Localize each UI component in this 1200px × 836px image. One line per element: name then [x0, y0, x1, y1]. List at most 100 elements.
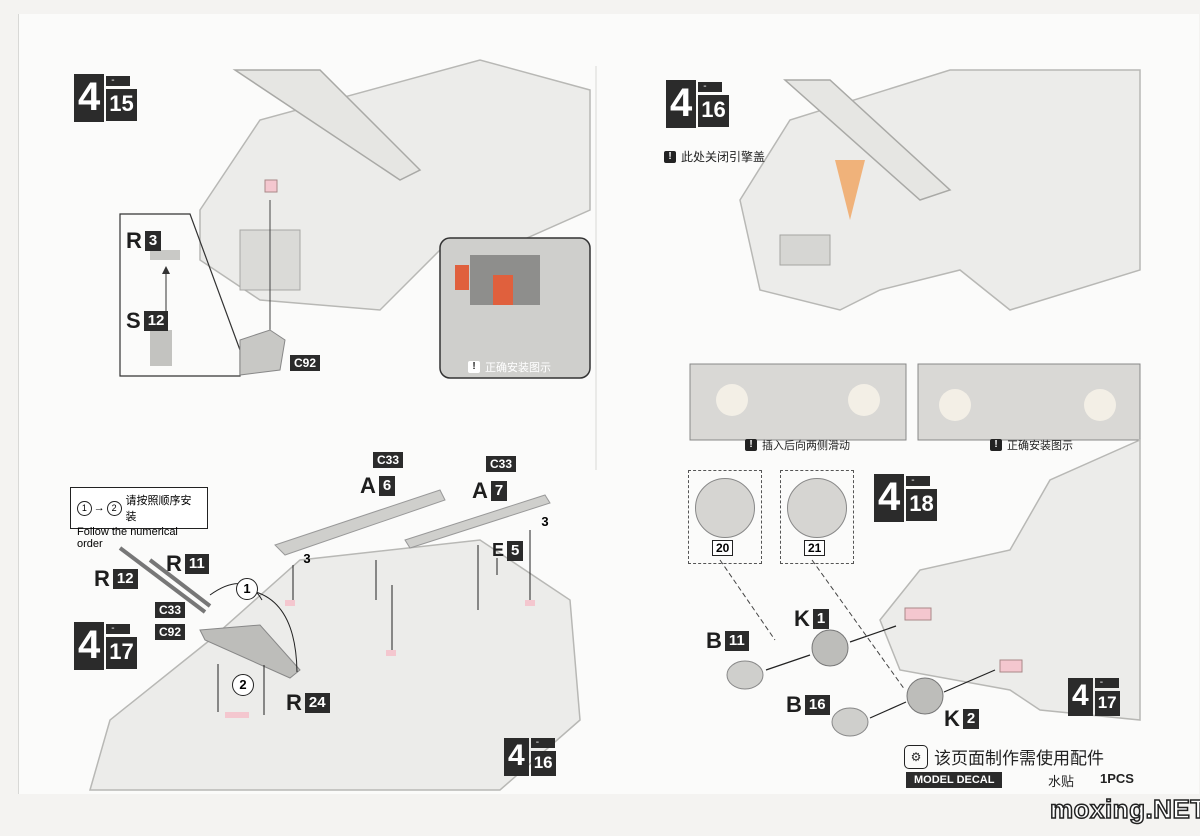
note-correct-install: ! 正确安装图示 [468, 359, 551, 375]
watermark: moxing.NET [1049, 793, 1200, 825]
part-c33: C33 [486, 456, 517, 472]
step-dash: - [106, 623, 131, 634]
headlight-decal-illustration [695, 478, 755, 538]
order-arrow: → [93, 502, 105, 514]
order-text-en: Follow the numerical order [77, 526, 178, 550]
part-letter: A [472, 478, 488, 503]
step-sub: 17 [1094, 691, 1120, 716]
step-number: 4 [74, 74, 105, 122]
order-marker-2: 2 [106, 500, 122, 516]
order-marker-1: 1 [77, 500, 92, 516]
part-number: 12 [112, 569, 138, 589]
part-letter: S [126, 308, 141, 333]
step-dash: - [906, 475, 931, 486]
step-sub: 16 [698, 94, 729, 127]
note-text: 此处关闭引擎盖 [681, 150, 766, 164]
part-c33: C33 [155, 602, 186, 618]
decal-number-20: 20 [712, 540, 734, 556]
step-dash: - [106, 75, 131, 86]
sequence-marker-3: 3 [535, 512, 555, 532]
part-c33: C33 [373, 452, 404, 468]
step-dash: - [698, 81, 723, 92]
note-correct-install: ! 正确安装图示 [990, 437, 1073, 453]
step-sub: 15 [106, 88, 137, 121]
sequence-marker-3: 3 [297, 549, 317, 569]
warning-icon: ! [664, 150, 676, 163]
part-number: 2 [962, 709, 980, 729]
part-number: 6 [378, 476, 396, 496]
note-insert-slide: ! 插入后向两侧滑动 [745, 437, 850, 453]
part-letter: R [286, 690, 302, 715]
decal-icon: ⚙ [904, 744, 928, 769]
note-text: 插入后向两侧滑动 [762, 440, 850, 452]
part-letter: K [944, 706, 960, 731]
note-text: 正确安装图示 [1007, 440, 1073, 452]
warning-icon: ! [468, 361, 480, 373]
step-sub: 17 [106, 636, 137, 669]
step-number: 4 [74, 622, 105, 670]
ref-step-4-16: 4 - 16 [504, 738, 556, 776]
decal-detail-box [688, 470, 762, 564]
part-number: 24 [304, 693, 330, 713]
ref-step-4-17: 4 - 17 [1068, 678, 1120, 716]
part-number: 3 [144, 231, 162, 251]
step-number: 4 [1068, 678, 1093, 716]
part-letter: B [706, 628, 722, 653]
step-number: 4 [666, 80, 697, 128]
order-instruction-box: 1 → 2 请按照顺序安装 Follow the numerical order [70, 487, 208, 550]
warning-icon: ! [990, 439, 1002, 451]
accessory-title: 该页面制作需使用配件 [934, 749, 1104, 768]
part-letter: A [360, 473, 376, 498]
step-4-15: 4 - 15 [74, 74, 137, 122]
step-sub: 16 [530, 751, 556, 776]
step-4-16: 4 - 16 [666, 80, 729, 128]
part-number: 11 [184, 554, 209, 574]
accessory-note: ⚙ 该页面制作需使用配件 [904, 744, 1104, 769]
part-number: 1 [812, 609, 830, 629]
decal-name: 水贴 [1048, 774, 1075, 789]
part-number: 12 [143, 311, 169, 331]
decal-quantity: 1PCS [1100, 771, 1134, 786]
step-number: 4 [504, 738, 529, 776]
part-number: 7 [490, 481, 508, 501]
model-decal-label: MODEL DECAL [906, 772, 1003, 788]
part-letter: R [126, 228, 142, 253]
part-letter: E [492, 540, 505, 560]
part-number: 16 [804, 695, 830, 715]
warning-icon: ! [745, 439, 757, 451]
order-text-zh: 请按照顺序安装 [125, 495, 192, 523]
sequence-marker-1: 1 [236, 578, 258, 600]
step-4-18: 4 - 18 [874, 474, 937, 522]
part-c92: C92 [155, 624, 186, 640]
step-number: 4 [874, 474, 905, 522]
decal-detail-box [780, 470, 854, 564]
decal-number-21: 21 [804, 540, 826, 556]
part-letter: K [794, 606, 810, 631]
step-dash: - [1094, 678, 1119, 688]
headlight-decal-illustration [787, 478, 847, 538]
part-number: 5 [507, 540, 524, 561]
part-letter: R [166, 551, 182, 576]
step-sub: 18 [906, 488, 937, 521]
part-number: 11 [724, 631, 749, 651]
part-letter: B [786, 692, 802, 717]
part-letter: R [94, 566, 110, 591]
note-text: 正确安装图示 [485, 362, 551, 374]
note-close-hood: ! 此处关闭引擎盖 [664, 148, 765, 165]
step-4-17: 4 - 17 [74, 622, 137, 670]
step-dash: - [530, 738, 555, 748]
sequence-marker-2: 2 [232, 674, 254, 696]
part-c92: C92 [290, 355, 321, 371]
